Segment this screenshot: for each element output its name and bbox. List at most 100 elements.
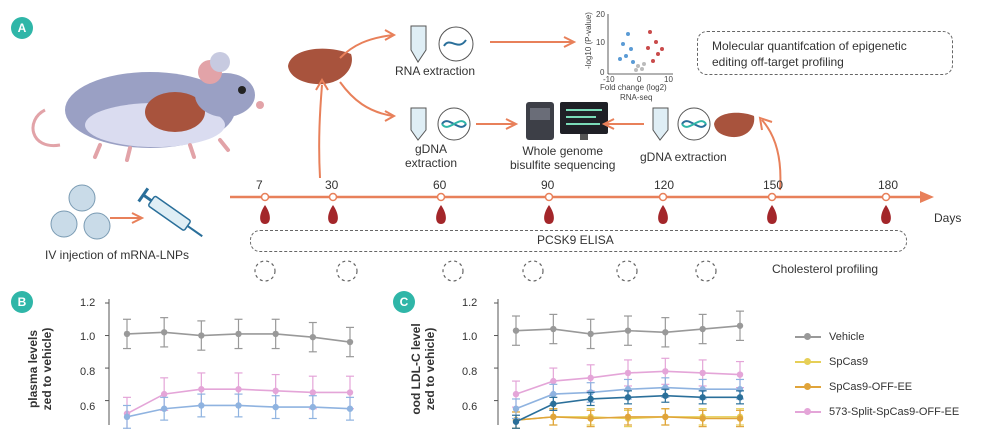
sequencer-icon — [526, 102, 608, 140]
gdna-right-icon — [652, 107, 755, 141]
injection-label: IV injection of mRNA-LNPs — [45, 248, 190, 262]
volcano-sublabel: RNA-seq — [620, 93, 653, 102]
data-point — [662, 368, 669, 375]
data-point — [235, 330, 242, 338]
data-point — [736, 322, 744, 329]
timeline-day-label: 150 — [763, 178, 784, 192]
volcano-ytick: 10 — [596, 38, 605, 47]
timeline-day-label: 180 — [878, 178, 899, 192]
data-point — [272, 387, 279, 395]
timeline-day-label: 120 — [654, 178, 675, 192]
arrow-to-rna — [339, 29, 397, 59]
data-point — [662, 392, 669, 399]
legend-item-spcas9: SpCas9 — [795, 356, 868, 368]
legend-item-vehicle: Vehicle — [795, 331, 864, 343]
cholesterol-circle — [522, 260, 544, 282]
gdna-left-icon — [410, 107, 471, 141]
timeline-node — [436, 192, 446, 202]
data-point — [550, 390, 557, 398]
data-point — [309, 403, 317, 411]
blood-drop-icon — [260, 205, 270, 224]
data-point — [662, 329, 669, 336]
data-point — [736, 394, 744, 401]
data-point — [624, 394, 632, 401]
liver-icon — [288, 48, 352, 85]
cholesterol-circle — [442, 260, 464, 282]
data-point — [550, 377, 557, 385]
legend-swatch — [795, 408, 821, 415]
wgbs-label: Whole genome bisulfite sequencing — [510, 144, 616, 172]
chart-c-ytick: 0.8 — [462, 366, 478, 378]
blood-drop-icon — [767, 205, 777, 224]
data-point — [309, 389, 317, 396]
data-point — [624, 327, 632, 334]
data-point — [587, 374, 594, 382]
legend-label: SpCas9-OFF-EE — [829, 381, 913, 393]
molecular-box-text: Molecular quantifcation of epigenetic ed… — [712, 39, 907, 69]
molecular-box — [697, 31, 953, 75]
timeline-day-label: 60 — [433, 178, 447, 192]
timeline-node — [881, 192, 891, 202]
data-point — [624, 413, 632, 421]
volcano-xtick: -10 — [603, 75, 615, 84]
legend-swatch — [795, 358, 821, 365]
data-point — [699, 415, 706, 422]
arrow-gdna-to-wgbs — [476, 118, 519, 130]
legend-item-spcas9-off-ee: SpCas9-OFF-EE — [795, 381, 912, 393]
pcsk9-box — [250, 230, 907, 252]
data-point — [272, 330, 279, 338]
data-point — [198, 332, 205, 339]
arrow-liver-up — [315, 78, 329, 179]
data-point — [235, 386, 242, 393]
cholesterol-circle — [695, 260, 717, 282]
blood-drop-icon — [436, 205, 446, 224]
data-point — [736, 371, 744, 378]
data-point — [346, 389, 354, 396]
data-point — [512, 405, 520, 412]
data-point — [235, 402, 242, 409]
data-point — [512, 418, 520, 425]
data-point — [587, 395, 594, 403]
blood-drop-icon — [658, 205, 668, 224]
data-point — [587, 330, 594, 338]
cholesterol-circle — [616, 260, 638, 282]
lnp-icon — [50, 184, 111, 240]
legend-item-573-split: 573-Split-SpCas9-OFF-EE — [795, 406, 959, 418]
data-point — [550, 413, 557, 421]
volcano-xlabel: Fold change (log2) — [600, 83, 667, 92]
data-point — [550, 400, 557, 408]
timeline-node — [328, 192, 338, 202]
data-point — [309, 333, 317, 341]
cholesterol-circle — [336, 260, 358, 282]
chart-c-ytick: 1.0 — [462, 331, 478, 343]
rna-tube-icon — [410, 25, 474, 63]
legend-label: 573-Split-SpCas9-OFF-EE — [829, 406, 960, 418]
data-point — [198, 402, 205, 409]
timeline-axis — [230, 191, 934, 203]
chart-b-ytick: 0.6 — [80, 401, 96, 413]
data-point — [272, 403, 279, 411]
timeline-node — [544, 192, 554, 202]
timeline-day-label: 7 — [256, 178, 263, 192]
cholesterol-label: Cholesterol profiling — [772, 262, 879, 276]
volcano-xtick: 10 — [664, 75, 673, 84]
gdna-right-label: gDNA extraction — [640, 150, 727, 164]
timeline-node — [260, 192, 270, 202]
arrow-right-gdna-to-wgbs — [601, 118, 644, 130]
timeline-node — [658, 192, 668, 202]
timeline-day-label: 90 — [541, 178, 555, 192]
volcano-ytick: 0 — [600, 68, 605, 77]
legend-label: SpCas9 — [829, 356, 869, 368]
data-point — [160, 390, 168, 398]
volcano-xtick: 0 — [637, 75, 642, 84]
arrow-to-gdna — [339, 81, 397, 122]
data-point — [624, 369, 632, 377]
data-point — [587, 415, 594, 422]
data-point — [699, 394, 706, 401]
chart-b-ytick: 1.0 — [80, 331, 96, 343]
volcano-plot — [607, 14, 673, 75]
arrow-to-syringe — [110, 212, 145, 224]
days-label: Days — [934, 211, 962, 225]
